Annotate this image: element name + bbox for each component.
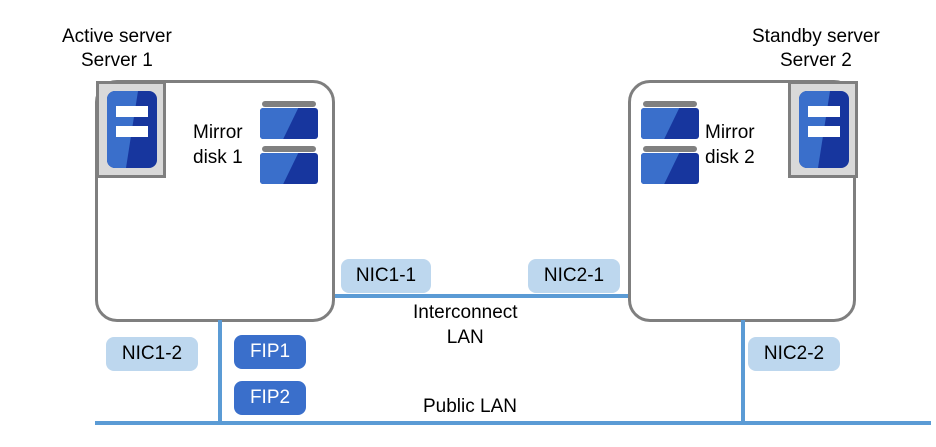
mirror-disk-icon [641, 101, 699, 187]
active-server-role-label: Active server [62, 26, 172, 47]
server-slot-bar-icon [808, 126, 840, 137]
disk-body-shape [260, 153, 318, 184]
nic-2-1-chip[interactable]: NIC2-1 [528, 259, 620, 293]
disk-cap-shape [643, 101, 697, 107]
nic-2-2-chip[interactable]: NIC2-2 [748, 337, 840, 371]
standby-server-name-label: Server 2 [779, 50, 852, 71]
nic-1-1-chip[interactable]: NIC1-1 [341, 259, 431, 293]
server-slot-bar-icon [116, 126, 148, 137]
disk-cap-shape [262, 146, 316, 152]
server-chassis-shape [799, 91, 849, 168]
mirror-disk-1-label-line2: disk 1 [193, 147, 243, 168]
active-server-name-label: Server 1 [81, 50, 153, 71]
disk-body-shape [260, 108, 318, 139]
interconnect-lan-label-line2: LAN [446, 327, 484, 348]
server-1-public-lan-connector [218, 320, 222, 423]
mirror-disk-2-label: Mirror disk 2 [705, 120, 755, 170]
public-lan-label: Public LAN [423, 396, 517, 417]
server-slot-bar-icon [116, 106, 148, 117]
interconnect-lan-label: Interconnect LAN [413, 300, 518, 350]
disk-cap-shape [643, 146, 697, 152]
mirror-disk-1-label-line1: Mirror [193, 122, 243, 143]
server-computer-icon [788, 81, 858, 178]
fip-2-chip[interactable]: FIP2 [234, 381, 306, 415]
standby-server-role-label: Standby server [752, 26, 880, 47]
mirror-disk-1-label: Mirror disk 1 [193, 120, 243, 170]
fip-1-chip[interactable]: FIP1 [234, 335, 306, 369]
standby-server-caption: Standby server Server 2 [752, 25, 880, 73]
interconnect-lan-line [335, 294, 628, 298]
nic-1-2-chip[interactable]: NIC1-2 [106, 337, 198, 371]
mirror-disk-icon [260, 101, 318, 187]
interconnect-lan-label-line1: Interconnect [413, 302, 518, 323]
mirror-disk-2-label-line1: Mirror [705, 122, 755, 143]
disk-cap-shape [262, 101, 316, 107]
server-slot-bar-icon [808, 106, 840, 117]
server-2-public-lan-connector [741, 320, 745, 423]
public-lan-line [95, 421, 931, 425]
server-chassis-shape [107, 91, 157, 168]
mirror-disk-2-label-line2: disk 2 [705, 147, 755, 168]
server-computer-icon [96, 81, 166, 178]
disk-body-shape [641, 108, 699, 139]
disk-body-shape [641, 153, 699, 184]
active-server-caption: Active server Server 1 [62, 25, 172, 73]
